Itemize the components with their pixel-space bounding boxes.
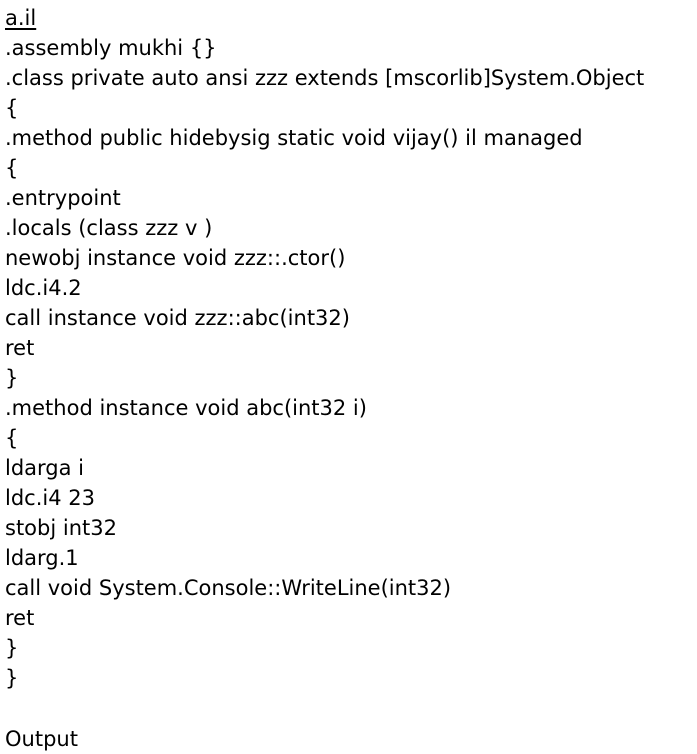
code-line: } xyxy=(5,666,19,690)
code-line: .method public hidebysig static void vij… xyxy=(5,126,583,150)
code-line: ldc.i4.2 xyxy=(5,276,82,300)
code-line: ldarg.1 xyxy=(5,546,79,570)
code-line: .class private auto ansi zzz extends [ms… xyxy=(5,66,645,90)
code-listing: .assembly mukhi {} .class private auto a… xyxy=(5,33,695,693)
blank-spacer xyxy=(5,693,695,723)
code-line: ldc.i4 23 xyxy=(5,486,95,510)
code-line: .entrypoint xyxy=(5,186,121,210)
code-line: ldarga i xyxy=(5,456,85,480)
code-line: { xyxy=(5,156,19,180)
code-line: } xyxy=(5,366,19,390)
output-heading: Output xyxy=(5,727,78,751)
code-line: } xyxy=(5,636,19,660)
code-line: stobj int32 xyxy=(5,516,117,540)
code-line: newobj instance void zzz::.ctor() xyxy=(5,246,346,270)
document-page: a.il .assembly mukhi {} .class private a… xyxy=(5,3,695,754)
code-line: { xyxy=(5,96,19,120)
file-name-heading: a.il xyxy=(5,6,37,30)
code-line: ret xyxy=(5,606,35,630)
code-line: { xyxy=(5,426,19,450)
code-line: ret xyxy=(5,336,35,360)
code-line: .assembly mukhi {} xyxy=(5,36,217,60)
code-line: call instance void zzz::abc(int32) xyxy=(5,306,350,330)
code-line: call void System.Console::WriteLine(int3… xyxy=(5,576,452,600)
code-line: .method instance void abc(int32 i) xyxy=(5,396,367,420)
code-line: .locals (class zzz v ) xyxy=(5,216,213,240)
